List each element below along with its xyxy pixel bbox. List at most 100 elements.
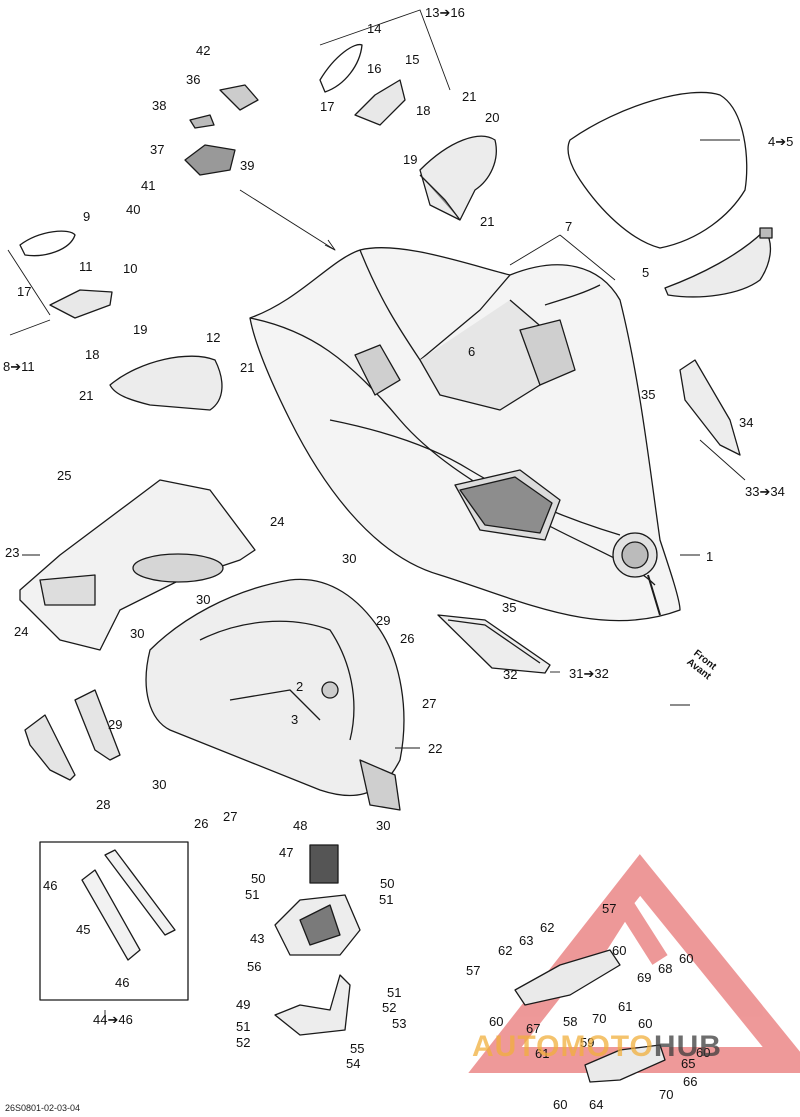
callout-60-a: 60 <box>612 943 627 958</box>
callout-4-5: 4➔5 <box>768 134 794 149</box>
callout-61-a: 61 <box>618 999 633 1014</box>
callout-17-left: 17 <box>17 284 32 299</box>
windshield-4 <box>567 91 773 298</box>
mirror-mount-15 <box>354 79 406 126</box>
callout-33-34: 33➔34 <box>745 484 785 499</box>
callout-57-b: 57 <box>466 963 481 978</box>
strap-28 <box>24 689 121 781</box>
base-43 <box>274 894 361 956</box>
watermark-part1: AUTO <box>472 1030 561 1063</box>
callout-36: 36 <box>186 72 201 87</box>
boot-47 <box>309 844 339 884</box>
deflector-12 <box>109 355 223 411</box>
callout-65: 65 <box>681 1056 696 1071</box>
callout-58: 58 <box>563 1014 578 1029</box>
callout-49: 49 <box>236 997 251 1012</box>
callout-56: 56 <box>247 959 262 974</box>
callout-26-a: 26 <box>400 631 415 646</box>
callout-35-b: 35 <box>502 600 517 615</box>
callout-66: 66 <box>683 1074 698 1089</box>
callout-64: 64 <box>589 1097 604 1112</box>
callout-27-b: 27 <box>223 809 238 824</box>
callout-19-left: 19 <box>133 322 148 337</box>
deflector-20 <box>419 135 497 221</box>
kit-frame-44 <box>39 841 189 1001</box>
callout-60-b: 60 <box>679 951 694 966</box>
callout-2: 2 <box>296 679 304 694</box>
callout-3: 3 <box>291 712 299 727</box>
callout-60-e: 60 <box>696 1045 711 1060</box>
callout-17-top: 17 <box>320 99 335 114</box>
callout-27-a: 27 <box>422 696 437 711</box>
callout-34: 34 <box>739 415 754 430</box>
upper-frame-22 <box>145 578 405 811</box>
callout-62-b: 62 <box>498 943 513 958</box>
callout-38: 38 <box>152 98 167 113</box>
callout-19-top: 19 <box>403 152 418 167</box>
watermark-text: AUTOMOTOHUB <box>472 1030 722 1064</box>
callout-13-16: 13➔16 <box>425 5 465 20</box>
callout-21-c: 21 <box>79 388 94 403</box>
mirror-9 <box>19 230 76 257</box>
callout-43: 43 <box>250 931 265 946</box>
callout-50-a: 50 <box>251 871 266 886</box>
callout-52-b: 52 <box>236 1035 251 1050</box>
callout-20: 20 <box>485 110 500 125</box>
callout-21-a: 21 <box>462 89 477 104</box>
side-panel-23 <box>19 479 256 651</box>
callout-30-b: 30 <box>196 592 211 607</box>
callout-67: 67 <box>526 1021 541 1036</box>
callout-24-b: 24 <box>14 624 29 639</box>
callout-60-c: 60 <box>489 1014 504 1029</box>
callout-26-b: 26 <box>194 816 209 831</box>
callout-1: 1 <box>706 549 714 564</box>
callout-12: 12 <box>206 330 221 345</box>
callout-41: 41 <box>141 178 156 193</box>
callout-51-b: 51 <box>379 892 394 907</box>
watermark-part2: MOTO <box>560 1030 654 1063</box>
callout-30-c: 30 <box>130 626 145 641</box>
page-code: 26S0801-02-03-04 <box>5 1103 81 1113</box>
footrest-67 <box>514 949 621 1006</box>
callout-42: 42 <box>196 43 211 58</box>
callout-53: 53 <box>392 1016 407 1031</box>
callout-70-b: 70 <box>659 1087 674 1102</box>
callout-18-top: 18 <box>416 103 431 118</box>
hood-assembly-1 <box>249 247 681 622</box>
grille-31 <box>437 614 551 674</box>
sensor-33 <box>679 359 741 456</box>
watermark-part3: HUB <box>653 1030 722 1063</box>
callout-46-a: 46 <box>43 878 58 893</box>
callout-15: 15 <box>405 52 420 67</box>
callout-46-b: 46 <box>115 975 130 990</box>
callout-10: 10 <box>123 261 138 276</box>
callout-63: 63 <box>519 933 534 948</box>
callout-44-46: 44➔46 <box>93 1012 133 1027</box>
callout-60-f: 60 <box>553 1097 568 1112</box>
callout-40: 40 <box>126 202 141 217</box>
callout-30-d: 30 <box>152 777 167 792</box>
bracket-49 <box>274 974 351 1036</box>
callout-7: 7 <box>565 219 573 234</box>
callout-45: 45 <box>76 922 91 937</box>
callout-57-a: 57 <box>602 901 617 916</box>
callout-22: 22 <box>428 741 443 756</box>
callout-51-a: 51 <box>245 887 260 902</box>
callout-21-d: 21 <box>240 360 255 375</box>
callout-21-b: 21 <box>480 214 495 229</box>
callout-68: 68 <box>658 961 673 976</box>
callout-8-11: 8➔11 <box>3 359 35 374</box>
footrest-64 <box>584 1044 666 1083</box>
callout-18-left: 18 <box>85 347 100 362</box>
mirror-mount-10 <box>49 289 113 319</box>
callout-16: 16 <box>367 61 382 76</box>
callout-32: 32 <box>503 667 518 682</box>
callout-39: 39 <box>240 158 255 173</box>
callout-61-b: 61 <box>535 1046 550 1061</box>
callout-70-a: 70 <box>592 1011 607 1026</box>
callout-31-32: 31➔32 <box>569 666 609 681</box>
callout-30-a: 30 <box>342 551 357 566</box>
callout-50-b: 50 <box>380 876 395 891</box>
callout-51-d: 51 <box>236 1019 251 1034</box>
callout-55: 55 <box>350 1041 365 1056</box>
